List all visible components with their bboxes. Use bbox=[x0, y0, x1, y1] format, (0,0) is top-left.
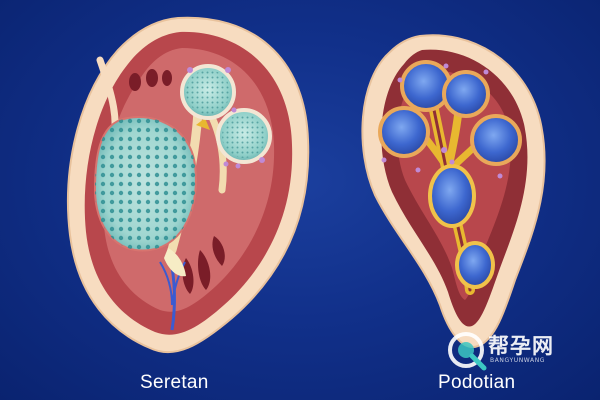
watermark-text: 帮孕网 bbox=[488, 334, 554, 358]
watermark: 帮孕网 BANGYUNWANG bbox=[444, 329, 594, 373]
watermark-subtext: BANGYUNWANG bbox=[490, 357, 546, 364]
right-organ-label: Podotian bbox=[438, 372, 516, 393]
left-organ-label: Seretan bbox=[140, 372, 209, 393]
right-organ bbox=[361, 34, 546, 348]
watermark-logo-icon bbox=[448, 332, 487, 371]
left-organ bbox=[67, 16, 310, 354]
